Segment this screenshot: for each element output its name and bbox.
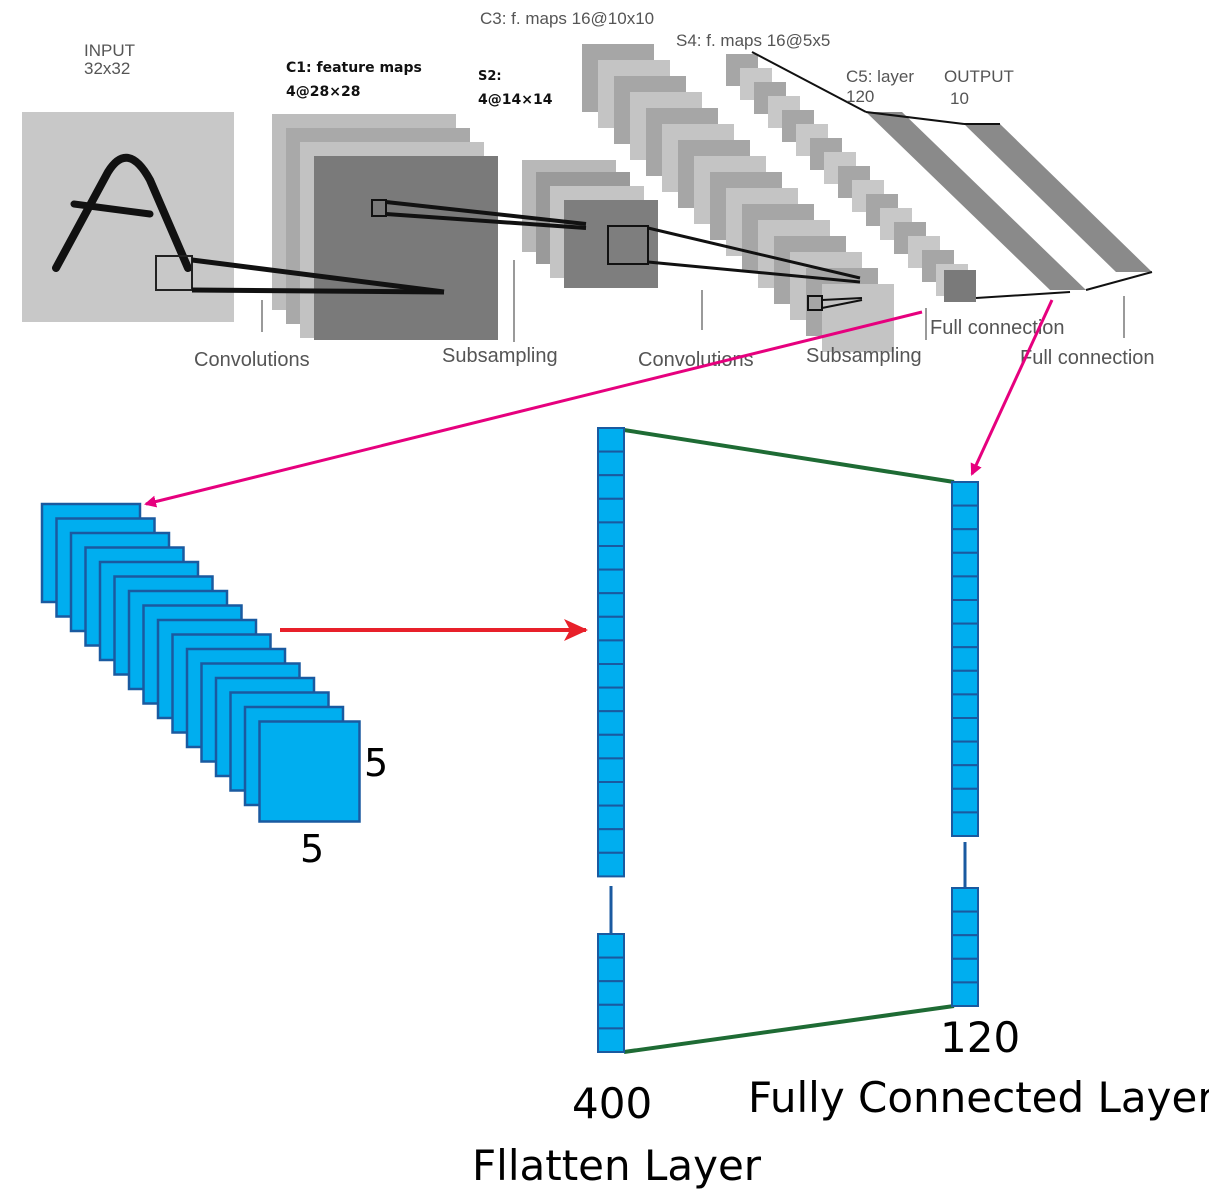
s2-size-label: 4@14×14 <box>478 92 553 108</box>
flatten-node <box>597 615 625 642</box>
s4-feature-map-stack <box>40 502 361 823</box>
stage-subsampling-1: Subsampling <box>442 345 558 367</box>
pointer-arrow-to-fc <box>970 299 1054 476</box>
fc-node <box>951 957 979 984</box>
s2-receptive-field <box>607 225 649 265</box>
input-label: INPUT <box>84 41 135 60</box>
c1-receptive-field <box>371 199 387 217</box>
s4-receptive-field <box>807 295 823 311</box>
connector-lines <box>623 428 955 1054</box>
flatten-count-label: 400 <box>572 1079 652 1128</box>
flatten-layer-nodes <box>597 427 625 1054</box>
fc-node <box>951 981 979 1008</box>
fc-node <box>951 669 979 696</box>
flatten-node <box>597 474 625 500</box>
stage-dividers <box>261 260 1125 342</box>
input-letter-a <box>52 153 192 272</box>
flatten-node <box>597 828 625 854</box>
s4-label: S4: f. maps 16@5x5 <box>676 31 830 50</box>
output-layer-band <box>964 124 1152 272</box>
feature-map-5x5 <box>258 720 361 823</box>
map-height-label: 5 <box>364 741 388 785</box>
flatten-node <box>597 1003 625 1030</box>
fc-node <box>951 646 979 672</box>
lenet-connection-lines <box>191 51 1153 309</box>
flatten-node <box>597 781 625 807</box>
flatten-node <box>597 427 625 453</box>
fc-node <box>951 599 979 625</box>
flatten-node <box>597 497 625 524</box>
flatten-node <box>597 639 625 666</box>
flatten-node <box>597 757 625 784</box>
flatten-node <box>597 710 625 736</box>
input-image <box>22 112 234 322</box>
c3-feature-maps <box>582 44 894 352</box>
fc-node <box>951 910 979 937</box>
column-gap-lines <box>609 842 967 934</box>
fc-layer-label: Fully Connected Layer <box>748 1073 1209 1122</box>
fc-node <box>951 934 979 960</box>
s2-label: S2: <box>478 69 502 84</box>
c1-label: C1: feature maps <box>286 60 422 76</box>
flatten-node <box>597 568 625 595</box>
flatten-node <box>597 686 625 713</box>
flatten-node <box>597 450 625 477</box>
output-size-label: 10 <box>950 89 969 108</box>
s4-last-map <box>944 270 976 302</box>
s4-feature-maps <box>726 54 968 296</box>
c1-size-label: 4@28×28 <box>286 84 360 100</box>
input-receptive-field <box>155 255 193 291</box>
fc-node <box>951 693 979 720</box>
c3-map <box>822 284 894 352</box>
flatten-node <box>597 956 625 983</box>
c3-label: C3: f. maps 16@10x10 <box>480 9 654 28</box>
fc-node <box>951 481 979 507</box>
stage-full-connection-2: Full connection <box>1020 347 1155 369</box>
map-width-label: 5 <box>300 827 324 871</box>
output-label: OUTPUT <box>944 67 1014 86</box>
stage-subsampling-2: Subsampling <box>806 345 922 367</box>
fc-node <box>951 551 979 578</box>
fc-layer-nodes <box>951 481 979 1008</box>
flatten-node <box>597 851 625 878</box>
flatten-node <box>597 733 625 760</box>
input-letter-a-bar <box>70 200 154 218</box>
stage-convolutions-2: Convolutions <box>638 349 754 371</box>
lenet-diagram: INPUT 32x32 C1: feature maps 4@28×28 S2:… <box>22 9 1155 371</box>
stage-convolutions-1: Convolutions <box>194 349 310 371</box>
fc-node <box>951 717 979 743</box>
flatten-node <box>597 663 625 689</box>
c5-size-label: 120 <box>846 87 874 106</box>
fc-node <box>951 575 979 602</box>
pointer-arrow-to-maps <box>144 310 923 508</box>
c5-layer-band <box>866 112 1086 290</box>
flatten-node <box>597 804 625 831</box>
fc-node <box>951 887 979 913</box>
s2-feature-maps <box>522 160 658 288</box>
c1-feature-maps <box>272 114 498 340</box>
stage-full-connection-1: Full connection <box>930 317 1065 339</box>
fc-node <box>951 740 979 767</box>
flatten-layer-label: Fllatten Layer <box>472 1141 762 1190</box>
flatten-node <box>597 521 625 548</box>
flatten-node <box>597 1027 625 1054</box>
flatten-node <box>597 545 625 571</box>
fc-node <box>951 787 979 814</box>
fc-count-label: 120 <box>940 1013 1020 1062</box>
flatten-node <box>597 933 625 959</box>
fc-node <box>951 811 979 838</box>
flatten-node <box>597 592 625 618</box>
input-size-label: 32x32 <box>84 59 130 78</box>
fc-node <box>951 764 979 790</box>
c5-label: C5: layer <box>846 67 914 86</box>
fc-node <box>951 622 979 649</box>
fc-node <box>951 504 979 531</box>
flatten-node <box>597 980 625 1006</box>
fc-node <box>951 528 979 554</box>
